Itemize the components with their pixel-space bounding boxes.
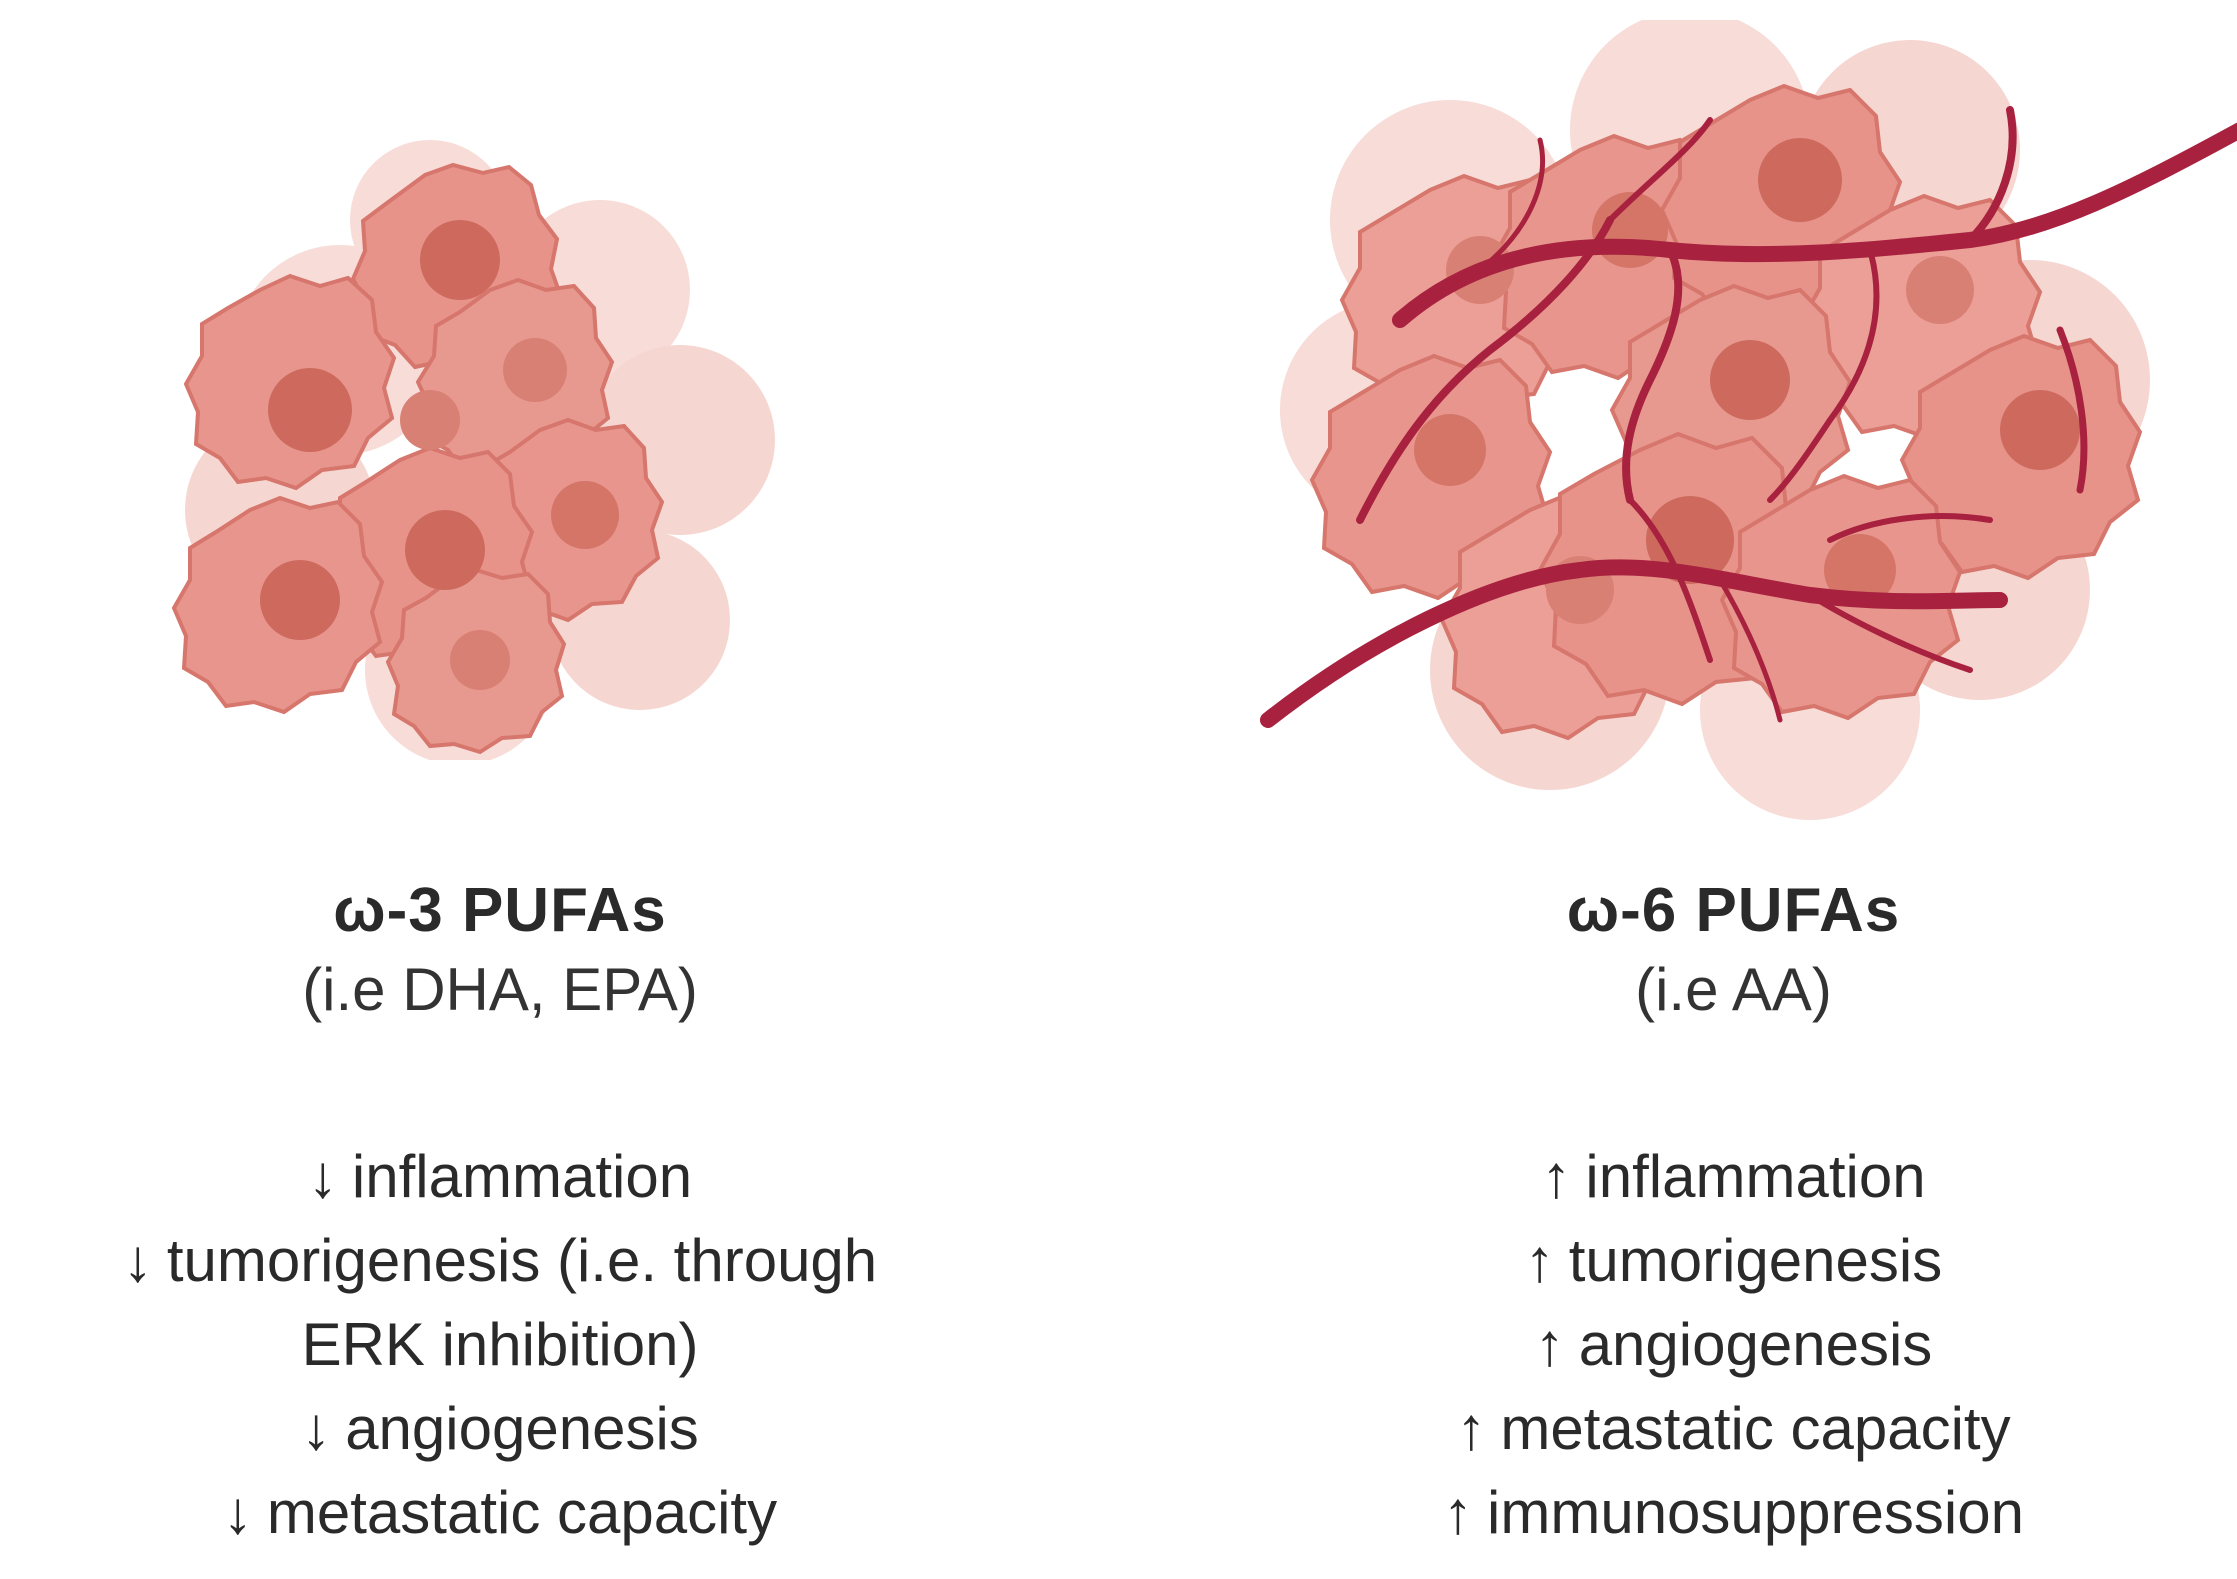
effect-text: inflammation bbox=[1585, 1143, 1926, 1210]
omega6-panel: ω-6 PUFAs (i.e AA) ↑inflammation ↑tumori… bbox=[1230, 0, 2237, 1579]
effect-text: metastatic capacity bbox=[1500, 1395, 2011, 1462]
omega3-subtitle: (i.e DHA, EPA) bbox=[302, 956, 698, 1023]
effect-item: ↓tumorigenesis (i.e. through ERK inhibit… bbox=[0, 1219, 1000, 1387]
vascularized-tumor-illustration bbox=[1260, 20, 2237, 820]
up-arrow-icon: ↑ bbox=[1534, 1311, 1565, 1378]
down-arrow-icon: ↓ bbox=[301, 1395, 332, 1462]
effect-item: ↑inflammation bbox=[1230, 1135, 2237, 1219]
effect-text: metastatic capacity bbox=[266, 1479, 778, 1546]
cell-nuclei bbox=[1414, 138, 2080, 624]
effect-item: ↓inflammation bbox=[0, 1135, 1000, 1219]
omega6-title: ω-6 PUFAs bbox=[1566, 876, 1901, 945]
cell-nuclei bbox=[260, 220, 619, 690]
effect-text: tumorigenesis bbox=[1568, 1227, 1943, 1294]
small-tumor-illustration bbox=[171, 140, 775, 760]
up-arrow-icon: ↑ bbox=[1524, 1227, 1555, 1294]
effect-item: ↑metastatic capacity bbox=[1230, 1387, 2237, 1471]
effect-text: immunosuppression bbox=[1487, 1479, 2024, 1546]
down-arrow-icon: ↓ bbox=[307, 1143, 338, 1210]
effect-item: ↓metastatic capacity bbox=[0, 1471, 1000, 1555]
effect-item: ↑angiogenesis bbox=[1230, 1303, 2237, 1387]
up-arrow-icon: ↑ bbox=[1443, 1479, 1474, 1546]
tumor-cells bbox=[171, 162, 665, 755]
effect-item: ↑tumorigenesis bbox=[1230, 1219, 2237, 1303]
effect-text: tumorigenesis (i.e. through bbox=[166, 1227, 878, 1294]
omega6-subtitle: (i.e AA) bbox=[1635, 956, 1832, 1023]
effect-item: ↓angiogenesis bbox=[0, 1387, 1000, 1471]
effect-text-continuation: ERK inhibition) bbox=[301, 1311, 699, 1378]
blood-vessels bbox=[1260, 106, 2237, 728]
down-arrow-icon: ↓ bbox=[122, 1227, 153, 1294]
effect-item: ↑immunosuppression bbox=[1230, 1471, 2237, 1555]
up-arrow-icon: ↑ bbox=[1541, 1143, 1572, 1210]
down-arrow-icon: ↓ bbox=[222, 1479, 253, 1546]
omega6-effects-list: ↑inflammation ↑tumorigenesis ↑angiogenes… bbox=[1230, 1135, 2237, 1555]
omega3-effects-list: ↓inflammation ↓tumorigenesis (i.e. throu… bbox=[0, 1135, 1000, 1555]
effect-text: angiogenesis bbox=[345, 1395, 699, 1462]
omega3-title: ω-3 PUFAs bbox=[333, 876, 667, 945]
effect-text: angiogenesis bbox=[1578, 1311, 1933, 1378]
up-arrow-icon: ↑ bbox=[1456, 1395, 1487, 1462]
omega3-panel: ω-3 PUFAs (i.e DHA, EPA) ↓inflammation ↓… bbox=[0, 0, 1000, 1579]
effect-text: inflammation bbox=[351, 1143, 693, 1210]
